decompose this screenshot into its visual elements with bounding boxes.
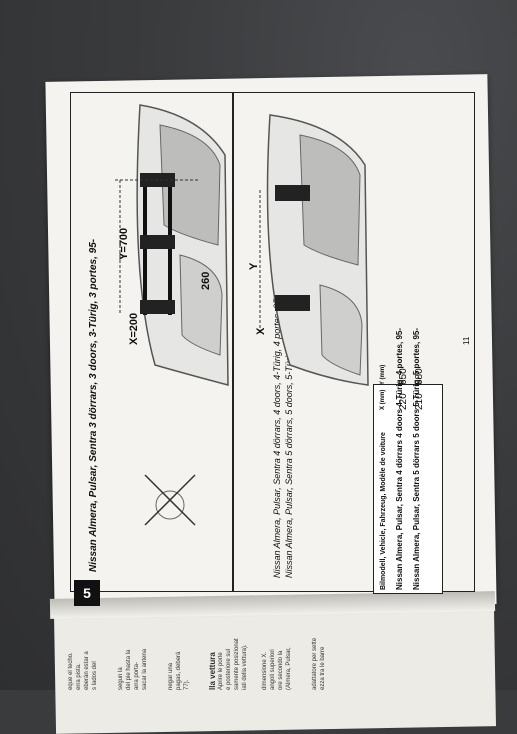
margin-line: eque el techo. xyxy=(68,652,74,690)
table-header-y: Y (mm) xyxy=(380,364,386,385)
margin-line: arra porta- xyxy=(134,661,140,690)
panel-divider xyxy=(232,92,234,592)
margin-line: s lados del xyxy=(92,661,98,690)
margin-line: sacar la antena xyxy=(142,648,148,690)
label-y: Y xyxy=(248,262,260,270)
table-header-x: X (mm) xyxy=(380,389,386,410)
dimension-x200: X=200 xyxy=(128,312,140,345)
measurement-table xyxy=(373,384,443,594)
margin-line: dimensione X. xyxy=(262,651,268,690)
margin-line: lla vettura xyxy=(208,652,217,690)
car-roof-illustration-bottom xyxy=(259,114,369,386)
no-antenna-icon xyxy=(144,474,196,526)
margin-line: erra pista. xyxy=(76,663,82,690)
top-model-heading: Nissan Almera, Pulsar, Sentra 3 dörrars,… xyxy=(88,238,99,572)
table-row-x: 220 xyxy=(398,393,409,410)
table-row-y: 650 xyxy=(398,368,409,385)
margin-line: del pie hasta la xyxy=(126,649,132,690)
dimension-260: 260 xyxy=(200,271,212,290)
page-number: 11 xyxy=(462,336,471,345)
margin-line: e posteriore sul xyxy=(226,648,232,690)
margin-line: (Almera, Pulsar, xyxy=(286,647,292,690)
margin-line: samente posizionat xyxy=(234,638,240,690)
margin-line: adattatore per sette xyxy=(312,637,318,690)
car-roof-illustration-top xyxy=(115,104,229,386)
table-row-y: 680 xyxy=(414,368,425,385)
margin-line: iati della vettura). xyxy=(242,644,248,690)
dimension-y700: Y=700 xyxy=(118,227,130,260)
margin-line: Aprire le porte xyxy=(218,652,224,690)
margin-line: 77). xyxy=(184,679,190,690)
margin-line: negar una xyxy=(168,662,174,690)
table-row-x: 210 xyxy=(414,393,425,410)
margin-line: ore secondo la xyxy=(278,650,284,690)
margin-line: angoli superiori xyxy=(270,649,276,690)
label-x: X xyxy=(255,327,267,335)
margin-line: segun la xyxy=(118,667,124,690)
margin-line: pagas, deberá xyxy=(176,651,182,690)
step-number-badge: 5 xyxy=(74,580,100,606)
instruction-panel xyxy=(70,92,475,592)
margin-line: eberán estar a xyxy=(84,651,90,690)
table-header-model: Bilmodell, Vehicle, Fahrzeug, Modèle de … xyxy=(380,432,387,590)
margin-line: ezza tra le barre xyxy=(320,646,326,690)
